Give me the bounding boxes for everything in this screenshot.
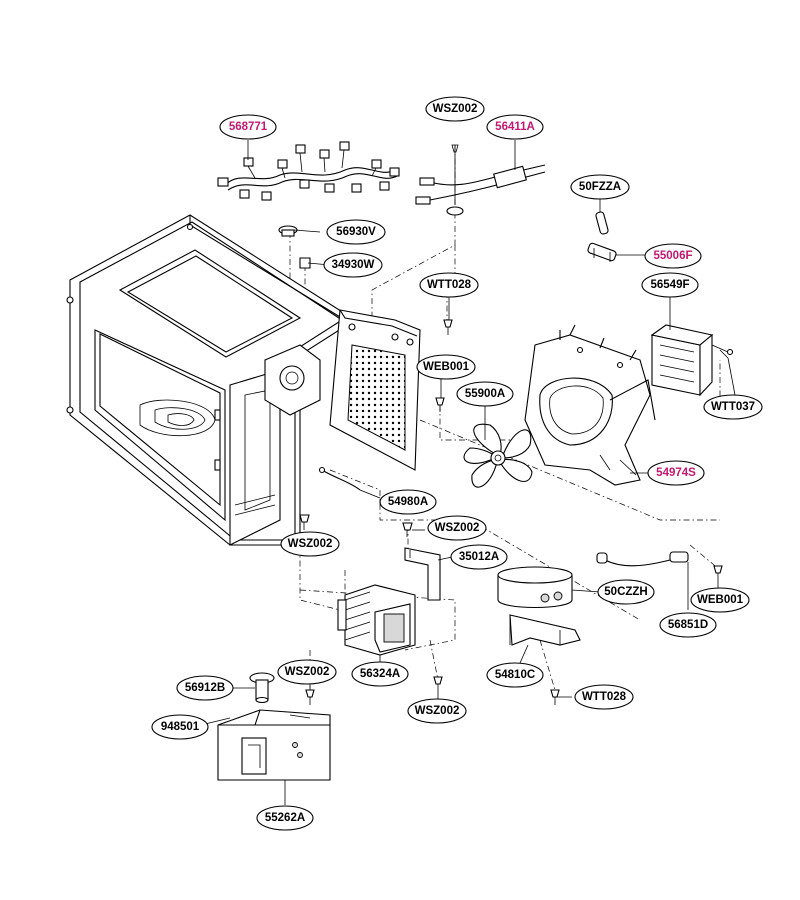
part-label-56549F: 56549F <box>641 272 699 298</box>
part-label-WSZ002-bottom: WSZ002 <box>277 659 337 685</box>
turntable-motor <box>264 344 321 416</box>
part-code-WSZ002-bottom: WSZ002 <box>285 666 330 678</box>
screw-WEB001-top <box>435 397 445 412</box>
magnetron-56324A <box>337 584 416 656</box>
part-code-WSZ002-left: WSZ002 <box>288 538 333 550</box>
capacitor-50CZZH <box>497 566 573 609</box>
part-code-WTT028-top: WTT028 <box>427 279 472 291</box>
part-code-55900A: 55900A <box>465 388 505 400</box>
part-label-50CZZH: 50CZZH <box>597 579 655 605</box>
part-label-WTT028-lower: WTT028 <box>574 684 634 710</box>
part-label-WEB001-right: WEB001 <box>690 587 750 613</box>
fuse-50FZZA <box>595 211 609 235</box>
part-code-56324A: 56324A <box>360 668 400 680</box>
part-code-WSZ002-lower: WSZ002 <box>415 705 460 717</box>
bracket-54810C <box>509 614 581 646</box>
part-code-54810C: 54810C <box>495 669 535 681</box>
part-code-56912B: 56912B <box>185 682 225 694</box>
part-label-WEB001-top: WEB001 <box>416 354 476 380</box>
part-code-WTT028-lower: WTT028 <box>582 691 627 703</box>
noise-filter-56549F <box>650 324 734 397</box>
part-label-54810C: 54810C <box>486 662 544 688</box>
part-label-50FZZA: 50FZZA <box>570 174 630 200</box>
part-code-55262A: 55262A <box>265 812 305 824</box>
part-label-56851D: 56851D <box>659 612 717 638</box>
part-code-55006F: 55006F <box>653 250 692 262</box>
part-code-54980A: 54980A <box>388 496 428 508</box>
part-label-56411A: 56411A <box>486 114 544 140</box>
part-label-56912B: 56912B <box>176 675 234 701</box>
part-label-WSZ002-lower: WSZ002 <box>407 698 467 724</box>
screw-WTT037 <box>719 349 729 359</box>
part-code-56930V: 56930V <box>336 226 376 238</box>
part-label-54980A: 54980A <box>379 489 437 515</box>
fan-blade-55900A <box>463 423 533 488</box>
part-label-948501: 948501 <box>151 714 209 740</box>
bracket-assembly-54974S <box>524 324 656 486</box>
part-label-WSZ002-top: WSZ002 <box>425 96 485 122</box>
part-label-55900A: 55900A <box>456 381 514 407</box>
part-code-948501: 948501 <box>161 721 200 733</box>
part-label-WTT037: WTT037 <box>703 394 763 420</box>
screw-WEB001-right <box>713 565 723 580</box>
part-code-50CZZH: 50CZZH <box>604 586 647 598</box>
part-label-56930V: 56930V <box>326 219 386 245</box>
wire-harness-568771 <box>217 141 400 201</box>
part-code-56851D: 56851D <box>668 619 708 631</box>
part-code-WSZ002-top: WSZ002 <box>433 103 478 115</box>
part-label-55006F: 55006F <box>644 243 702 269</box>
part-label-WTT028-top: WTT028 <box>419 272 479 298</box>
part-code-WEB001-top: WEB001 <box>423 361 470 373</box>
part-label-35012A: 35012A <box>450 544 508 570</box>
fuse-holder-55006F <box>587 242 617 262</box>
screw-WSZ002-bottom <box>305 689 315 705</box>
part-label-55262A: 55262A <box>256 805 314 831</box>
screw-WSZ002-left <box>299 514 310 530</box>
cap-56912B <box>249 672 275 704</box>
transformer-55262A <box>217 709 331 781</box>
part-label-54974S: 54974S <box>647 460 705 486</box>
part-code-34930W: 34930W <box>332 259 375 271</box>
clip-34930W <box>299 257 311 269</box>
part-label-WSZ002-mid: WSZ002 <box>427 515 487 541</box>
part-code-WSZ002-mid: WSZ002 <box>435 522 480 534</box>
part-label-WSZ002-left: WSZ002 <box>280 531 340 557</box>
part-code-WTT037: WTT037 <box>711 401 755 413</box>
bracket-35012A <box>404 547 441 601</box>
part-code-56549F: 56549F <box>650 279 689 291</box>
part-label-56324A: 56324A <box>351 661 409 687</box>
diode-56851D <box>596 551 689 567</box>
part-code-35012A: 35012A <box>459 551 499 563</box>
screw-WSZ002-lower <box>433 676 443 692</box>
part-code-568771: 568771 <box>229 121 268 133</box>
screw-WTT028-lower <box>550 689 560 705</box>
oven-cavity-frame <box>66 214 357 546</box>
thermostat-56930V <box>278 225 298 237</box>
wire-lead-56411A <box>415 144 546 216</box>
control-panel-plate <box>329 309 421 471</box>
part-code-WEB001-right: WEB001 <box>697 594 744 606</box>
screw-WTT028-top <box>443 319 453 335</box>
part-label-34930W: 34930W <box>323 252 383 278</box>
lever-54980A <box>318 466 361 491</box>
part-label-568771: 568771 <box>219 114 277 140</box>
screw-WSZ002-mid <box>402 522 413 537</box>
part-code-56411A: 56411A <box>495 121 535 133</box>
part-code-50FZZA: 50FZZA <box>579 181 621 193</box>
part-code-54974S: 54974S <box>656 467 696 479</box>
